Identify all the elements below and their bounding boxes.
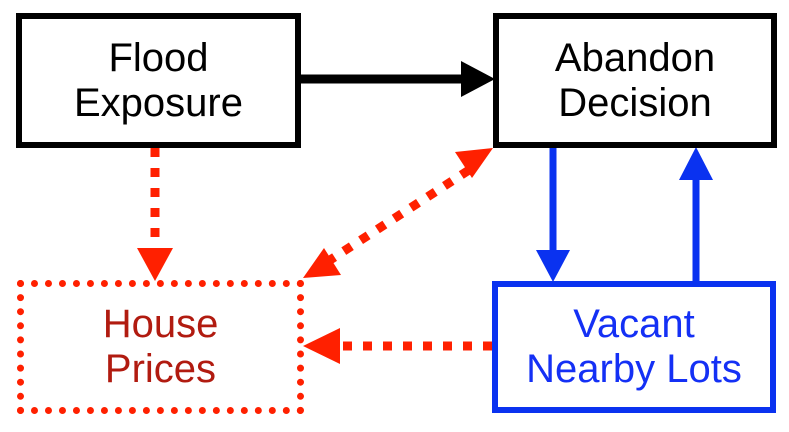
node-label-line-2: Exposure xyxy=(74,80,243,125)
node-label-line-2: Prices xyxy=(104,347,217,391)
edge-line xyxy=(324,166,472,266)
arrowhead-left-icon xyxy=(303,328,340,364)
node-label-line-1: Flood xyxy=(108,35,209,80)
edge-vacant-nearby-lots-to-abandon-decision xyxy=(679,147,713,281)
arrowhead-right-icon xyxy=(461,61,495,97)
edge-vacant-nearby-lots-to-house-prices xyxy=(303,328,492,364)
edge-abandon-decision-to-vacant-nearby-lots xyxy=(536,147,570,282)
node-abandon-decision[interactable]: Abandon Decision xyxy=(493,13,777,148)
node-house-prices[interactable]: House Prices xyxy=(17,280,304,414)
edge-flood-exposure-to-abandon-decision xyxy=(301,61,495,97)
edge-flood-exposure-to-house-prices xyxy=(137,148,173,281)
node-label-line-1: House xyxy=(102,302,219,347)
arrowhead-down-icon xyxy=(137,248,173,281)
node-label-line-2: Nearby Lots xyxy=(526,347,742,391)
node-label-line-1: Abandon xyxy=(554,35,716,80)
arrowhead-lower-left-icon xyxy=(303,248,341,278)
node-label-line-2: Decision xyxy=(558,80,712,125)
arrowhead-upper-right-icon xyxy=(455,148,493,178)
node-label-line-1: Vacant xyxy=(573,302,695,347)
edge-house-prices-abandon-decision-bidirectional xyxy=(303,148,493,278)
node-vacant-nearby-lots[interactable]: Vacant Nearby Lots xyxy=(492,281,776,413)
arrowhead-down-icon xyxy=(536,250,570,282)
node-flood-exposure[interactable]: Flood Exposure xyxy=(16,13,301,148)
arrowhead-up-icon xyxy=(679,147,713,180)
